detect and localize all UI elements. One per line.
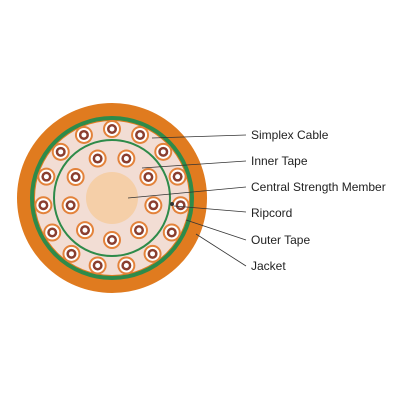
simplex-cable-unit [129,221,148,240]
simplex-cable-unit [154,142,173,161]
label-ripcord: Ripcord [251,206,293,220]
simplex-cable-unit [143,244,162,263]
leader-lines [127,134,247,267]
label-jacket: Jacket [251,259,286,273]
simplex-cable-unit [34,196,53,215]
inner-simplex-units [61,149,163,249]
outer-simplex-units [34,120,190,275]
simplex-cable-unit [66,168,85,186]
outer-tape [30,116,194,280]
simplex-cable-unit [74,125,93,144]
label-simplex-cable: Simplex Cable [251,128,329,142]
simplex-cable-unit [103,120,121,138]
simplex-cable-unit [51,142,70,161]
label-inner-tape: Inner Tape [251,154,308,168]
central-strength-member [86,172,138,224]
leader-line-inner-tape [141,160,247,169]
simplex-cable-unit [88,256,107,275]
leader-line-simplex-cable [151,134,247,139]
simplex-cable-unit [168,167,187,186]
simplex-cable-unit [62,244,81,263]
leader-line-jacket [195,233,247,267]
ripcord [170,202,174,206]
inner-tape [53,139,171,257]
leader-line-ripcord [173,205,247,213]
leader-line-outer-tape [185,219,247,241]
simplex-cable-unit [131,125,150,144]
simplex-cable-unit [162,223,181,242]
simplex-cable-unit [117,256,136,275]
simplex-cable-unit [139,168,158,186]
simplex-cable-unit [37,167,56,186]
simplex-cable-unit [144,196,163,215]
label-central-strength-member: Central Strength Member [251,180,386,194]
leader-line-central-strength-member [127,186,247,199]
simplex-cable-unit [43,223,62,242]
simplex-cable-unit [61,196,80,215]
simplex-cable-unit [76,221,95,240]
label-outer-tape: Outer Tape [251,233,311,247]
simplex-cable-unit [171,196,190,215]
simplex-cable-unit [103,231,121,249]
simplex-cable-unit [88,149,107,168]
simplex-cable-unit [117,149,136,168]
